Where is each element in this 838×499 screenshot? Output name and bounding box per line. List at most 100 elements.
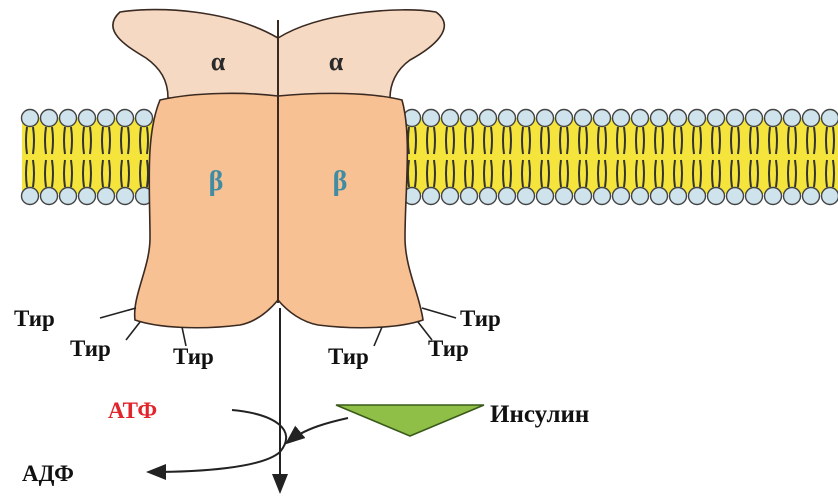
- left-lipid-head: [79, 188, 96, 205]
- right-lipid-tail: [415, 160, 416, 187]
- tyr-connector-left-top: [100, 308, 136, 318]
- tyr-label-right-bottom: Тир: [328, 344, 369, 369]
- right-lipid-head: [632, 188, 649, 205]
- right-lipid-tail: [693, 160, 694, 187]
- right-lipid-tail: [415, 127, 416, 154]
- right-lipid-tail: [560, 160, 561, 187]
- tyr-label-left-top: Тир: [14, 306, 55, 331]
- right-lipid-tail: [617, 160, 618, 187]
- right-lipid-head: [594, 188, 611, 205]
- right-lipid-tail: [434, 160, 435, 187]
- right-lipid-head: [784, 188, 801, 205]
- right-lipid-head: [594, 110, 611, 127]
- right-lipid-tail: [655, 160, 656, 187]
- right-lipid-tail: [807, 160, 808, 187]
- right-lipid-head: [461, 110, 478, 127]
- left-lipid-head: [22, 110, 39, 127]
- right-lipid-tail: [700, 127, 701, 154]
- right-lipid-tail: [560, 127, 561, 154]
- atp-label: АТФ: [108, 398, 157, 423]
- right-lipid-head: [727, 110, 744, 127]
- right-lipid-tail: [541, 127, 542, 154]
- alpha-label-right: α: [329, 47, 344, 76]
- insulin-label: Инсулин: [490, 401, 589, 428]
- right-lipid-tail: [427, 160, 428, 187]
- right-lipid-head: [632, 110, 649, 127]
- alpha-subunit-right: [278, 10, 444, 98]
- right-lipid-head: [480, 110, 497, 127]
- membrane-left: [22, 110, 163, 205]
- left-lipid-tail: [147, 127, 148, 154]
- right-lipid-head: [423, 110, 440, 127]
- right-lipid-head: [575, 188, 592, 205]
- right-lipid-tail: [541, 160, 542, 187]
- left-lipid-tail: [90, 160, 91, 187]
- left-lipid-tail: [102, 127, 103, 154]
- right-lipid-tail: [719, 160, 720, 187]
- alpha-label-left: α: [211, 47, 226, 76]
- right-lipid-head: [461, 188, 478, 205]
- right-lipid-tail: [567, 127, 568, 154]
- right-lipid-head: [765, 188, 782, 205]
- right-lipid-tail: [586, 160, 587, 187]
- left-lipid-head: [41, 110, 58, 127]
- left-lipid-tail: [83, 127, 84, 154]
- right-lipid-head: [803, 110, 820, 127]
- right-lipid-tail: [579, 160, 580, 187]
- right-lipid-tail: [548, 160, 549, 187]
- left-lipid-tail: [26, 127, 27, 154]
- right-lipid-tail: [453, 160, 454, 187]
- right-lipid-tail: [788, 160, 789, 187]
- left-lipid-tail: [147, 160, 148, 187]
- alpha-subunit-left: [113, 10, 278, 98]
- right-lipid-head: [518, 188, 535, 205]
- right-lipid-tail: [510, 160, 511, 187]
- right-lipid-tail: [833, 160, 834, 187]
- right-lipid-tail: [826, 160, 827, 187]
- right-lipid-tail: [757, 160, 758, 187]
- right-lipid-tail: [472, 127, 473, 154]
- left-lipid-tail: [64, 160, 65, 187]
- right-lipid-tail: [529, 127, 530, 154]
- right-lipid-tail: [446, 160, 447, 187]
- tyr-connector-left-middle: [126, 322, 140, 340]
- right-lipid-head: [556, 188, 573, 205]
- right-lipid-tail: [453, 127, 454, 154]
- right-lipid-head: [556, 110, 573, 127]
- right-lipid-tail: [712, 160, 713, 187]
- right-lipid-tail: [681, 127, 682, 154]
- right-lipid-tail: [643, 160, 644, 187]
- left-lipid-tail: [109, 160, 110, 187]
- left-lipid-tail: [52, 160, 53, 187]
- cell-membrane: [22, 110, 838, 205]
- right-lipid-head: [613, 110, 630, 127]
- right-lipid-tail: [491, 127, 492, 154]
- right-lipid-tail: [769, 160, 770, 187]
- right-lipid-tail: [503, 160, 504, 187]
- right-lipid-head: [480, 188, 497, 205]
- right-lipid-tail: [636, 127, 637, 154]
- insulin-triangle-icon: [336, 405, 484, 436]
- left-lipid-tail: [90, 127, 91, 154]
- insulin-binding-arrow: [288, 418, 348, 442]
- right-lipid-tail: [757, 127, 758, 154]
- right-lipid-tail: [776, 160, 777, 187]
- right-lipid-tail: [510, 127, 511, 154]
- right-lipid-tail: [484, 127, 485, 154]
- tyr-connector-right-bottom: [374, 327, 382, 346]
- right-lipid-tail: [814, 127, 815, 154]
- right-lipid-head: [575, 110, 592, 127]
- left-lipid-tail: [45, 160, 46, 187]
- right-lipid-tail: [693, 127, 694, 154]
- left-lipid-head: [136, 110, 153, 127]
- right-lipid-tail: [624, 160, 625, 187]
- right-lipid-head: [651, 110, 668, 127]
- right-lipid-head: [727, 188, 744, 205]
- right-lipid-tail: [579, 127, 580, 154]
- left-lipid-tail: [45, 127, 46, 154]
- right-lipid-head: [423, 188, 440, 205]
- adp-label: АДФ: [22, 461, 74, 486]
- right-lipid-head: [708, 110, 725, 127]
- right-lipid-head: [689, 188, 706, 205]
- left-lipid-head: [117, 110, 134, 127]
